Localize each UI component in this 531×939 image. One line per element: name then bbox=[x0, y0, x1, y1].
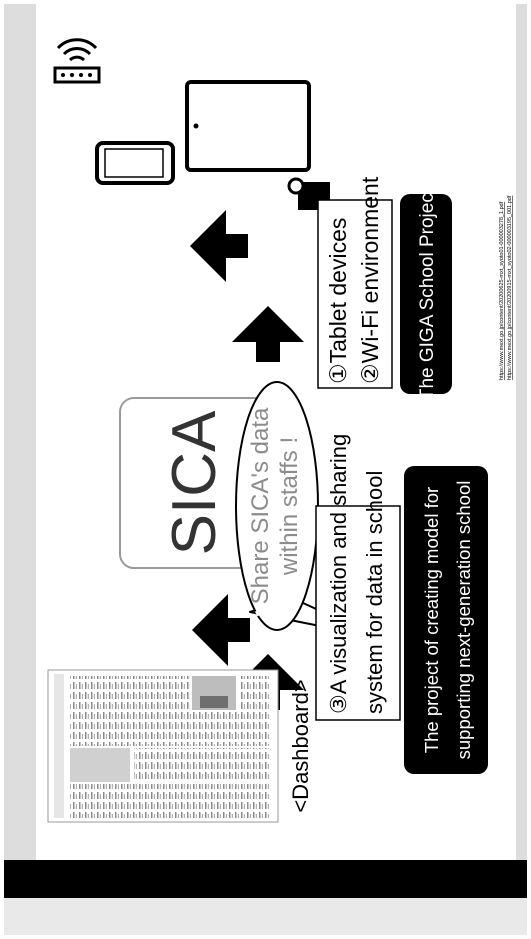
right-text-line1: ③A visualization and sharing bbox=[326, 434, 351, 714]
wifi-router-icon bbox=[53, 38, 101, 84]
source-url-2: https://www.mext.go.jp/content/20200915-… bbox=[507, 195, 513, 380]
right-badge-line2: supporting next-generation school bbox=[453, 481, 474, 760]
right-text-box: ③A visualization and sharing system for … bbox=[315, 434, 401, 721]
speech-bubble: Share SICA's data within staffs ! bbox=[235, 381, 381, 639]
left-badge-label: The GIGA School Project bbox=[417, 187, 438, 400]
right-badge-line1: The project of creating model for bbox=[421, 487, 442, 753]
dashboard-label: <Dashboard> bbox=[288, 679, 313, 812]
left-text-line2: ②Wi-Fi environment bbox=[357, 176, 383, 384]
bubble-line1: Share SICA's data bbox=[247, 407, 274, 604]
sica-label: SICA bbox=[160, 410, 229, 555]
smartphone-icon bbox=[95, 141, 175, 185]
arrow-up-left bbox=[190, 210, 248, 282]
tablet-icon bbox=[185, 80, 330, 210]
source-url-1: https://www.mext.go.jp/content/20200625-… bbox=[499, 201, 505, 380]
bottom-bar bbox=[4, 860, 527, 898]
left-text-line1: ①Tablet devices bbox=[325, 218, 351, 384]
right-badge: The project of creating model for suppor… bbox=[404, 466, 488, 774]
bubble-line2: within staffs ! bbox=[276, 437, 303, 576]
arrow-up-right bbox=[192, 594, 250, 666]
bottom-strip bbox=[4, 898, 527, 935]
right-text-line2: system for data in school bbox=[362, 471, 387, 714]
dashboard-screenshot bbox=[47, 669, 279, 823]
left-text-box: ①Tablet devices ②Wi-Fi environment bbox=[317, 176, 393, 389]
left-badge: The GIGA School Project bbox=[400, 187, 452, 400]
arrow-right-1 bbox=[232, 306, 304, 362]
